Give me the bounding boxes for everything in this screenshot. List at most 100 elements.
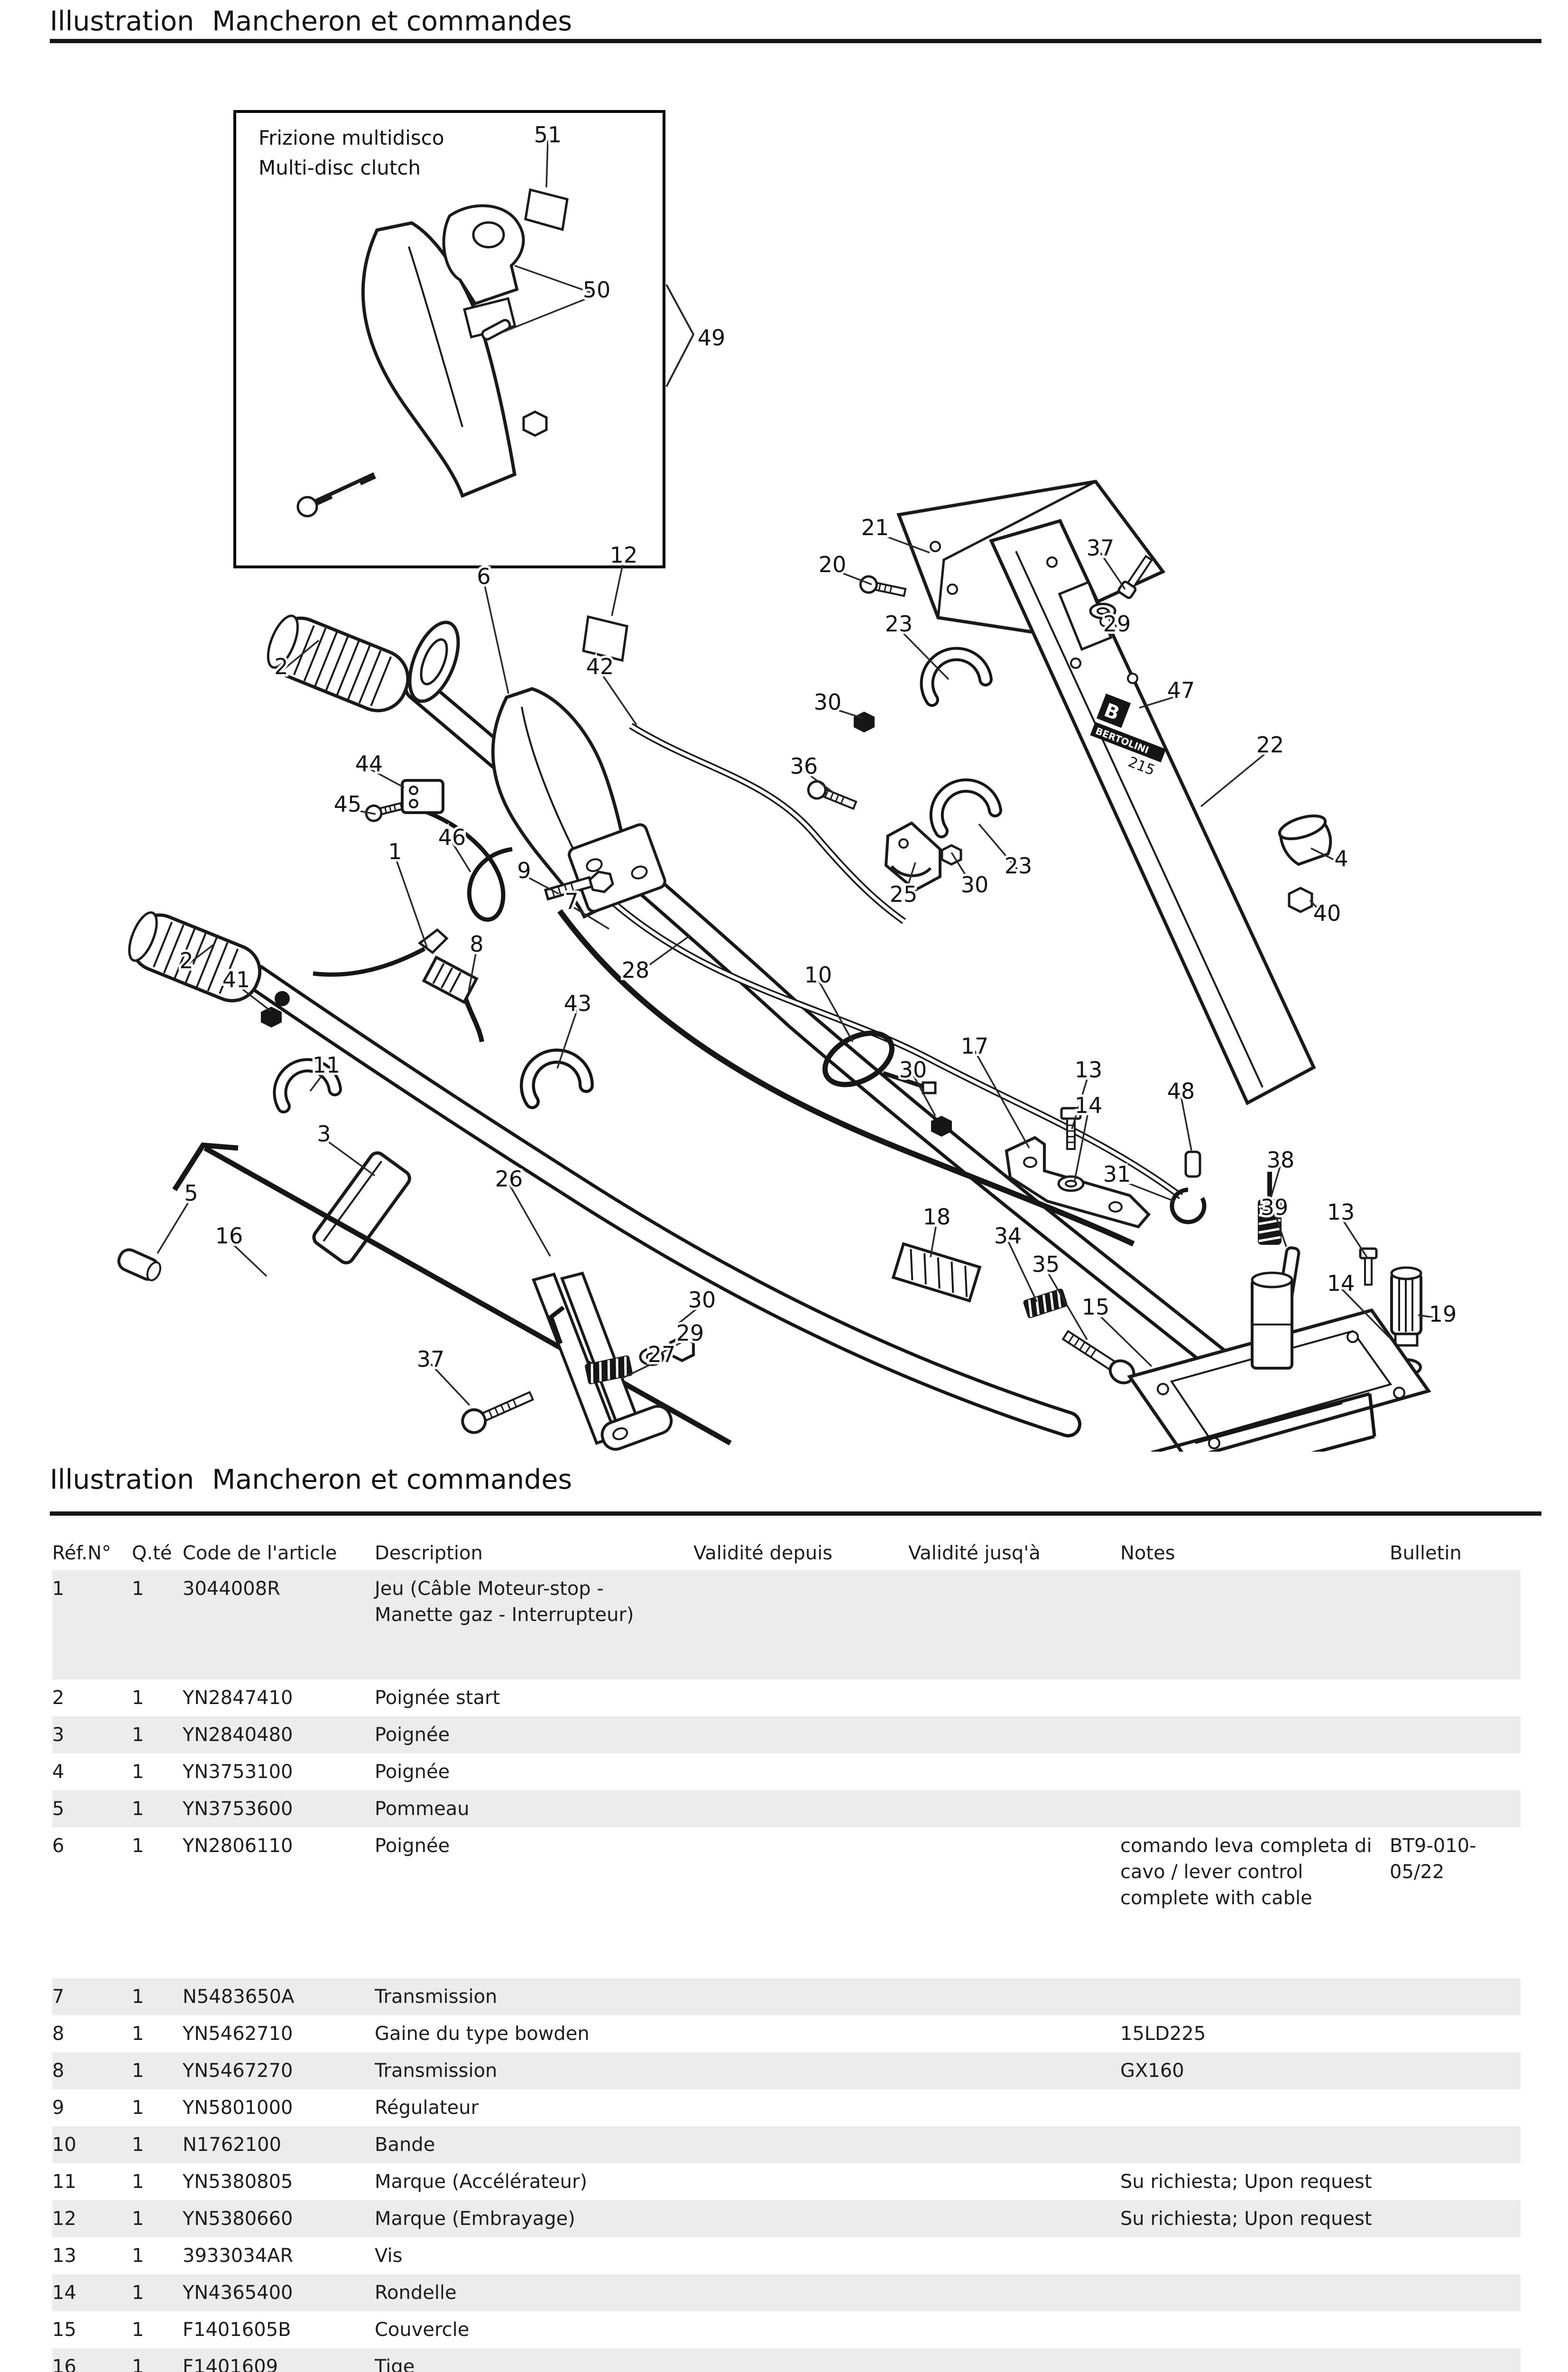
leader-line-2 bbox=[280, 639, 320, 672]
leader-line-14 bbox=[1340, 1287, 1390, 1338]
callout-30: 30 bbox=[688, 1287, 716, 1313]
leader-line-30 bbox=[677, 1304, 703, 1325]
cell-qty: 1 bbox=[132, 1761, 144, 1783]
callout-51: 51 bbox=[534, 122, 562, 148]
cell-bulletin: BT9-010-05/22 bbox=[1390, 1835, 1476, 1883]
cell-description: Bande bbox=[375, 2134, 435, 2156]
callout-15: 15 bbox=[1082, 1294, 1110, 1320]
part-grip-upper-flange bbox=[408, 621, 460, 703]
callout-8: 8 bbox=[470, 931, 483, 957]
callout-43: 43 bbox=[564, 991, 592, 1016]
part-clamp-23b bbox=[929, 778, 1002, 838]
cell-code: YN3753600 bbox=[183, 1798, 293, 1820]
callout-4: 4 bbox=[1334, 846, 1348, 871]
callout-45: 45 bbox=[334, 791, 362, 817]
part-clutch-screw bbox=[296, 472, 376, 518]
cell-notes: GX160 bbox=[1120, 2060, 1184, 2082]
cell-qty: 1 bbox=[132, 2097, 144, 2119]
leader-line-14 bbox=[1074, 1110, 1089, 1181]
callout-30: 30 bbox=[899, 1057, 927, 1083]
callout-41: 41 bbox=[222, 967, 250, 992]
part-rod-16 bbox=[172, 1142, 732, 1445]
callout-35: 35 bbox=[1032, 1251, 1060, 1277]
cell-qty: 1 bbox=[132, 1687, 144, 1709]
callout-11: 11 bbox=[313, 1052, 341, 1078]
leader-line-50 bbox=[514, 265, 597, 296]
part-grip-lower-flange bbox=[275, 991, 290, 1006]
callout-14: 14 bbox=[1327, 1270, 1355, 1296]
cell-notes: Su richiesta; Upon request bbox=[1120, 2208, 1372, 2230]
cell-code: YN5380805 bbox=[183, 2171, 293, 2193]
leader-line-48 bbox=[1180, 1095, 1192, 1151]
leader-line-47 bbox=[1139, 694, 1181, 709]
leader-line-30 bbox=[912, 1074, 936, 1116]
callout-50: 50 bbox=[583, 277, 611, 303]
callout-16: 16 bbox=[215, 1223, 243, 1249]
callout-23: 23 bbox=[1005, 853, 1033, 879]
leader-line-41 bbox=[235, 983, 272, 1012]
leader-line-3 bbox=[323, 1138, 376, 1177]
part-sticker-12 bbox=[582, 615, 628, 662]
leader-line-11 bbox=[309, 1069, 327, 1092]
page-title-subject: Mancheron et commandes bbox=[212, 6, 572, 37]
cell-code: YN5801000 bbox=[183, 2097, 293, 2119]
leader-line-15 bbox=[1095, 1311, 1153, 1367]
cell-description: Couvercle bbox=[375, 2319, 470, 2341]
leader-line-45 bbox=[347, 808, 376, 815]
cell-qty: 1 bbox=[132, 2319, 144, 2341]
part-spring-38 bbox=[1258, 1172, 1282, 1245]
leader-line-8 bbox=[468, 948, 478, 992]
leader-line-35 bbox=[1045, 1269, 1088, 1340]
column-header-ref: Réf.N° bbox=[52, 1542, 111, 1564]
part-clamp-23a bbox=[920, 647, 993, 707]
callout-27: 27 bbox=[648, 1342, 676, 1367]
callout-39: 39 bbox=[1261, 1195, 1289, 1220]
leader-line-10 bbox=[817, 979, 854, 1042]
column-header-desc: Description bbox=[375, 1542, 483, 1564]
leader-line-29 bbox=[1107, 609, 1118, 629]
callout-28: 28 bbox=[622, 957, 650, 983]
callout-18: 18 bbox=[923, 1204, 951, 1230]
cell-ref: 13 bbox=[52, 2245, 76, 2267]
part-bolt-35 bbox=[1061, 1330, 1135, 1384]
part-bolt-13b bbox=[1359, 1247, 1378, 1286]
callout-29: 29 bbox=[676, 1320, 704, 1346]
cell-description: Marque (Accélérateur) bbox=[375, 2171, 588, 2193]
leader-line-34 bbox=[1007, 1240, 1038, 1302]
inset-caption-it: Frizione multidisco bbox=[258, 126, 444, 149]
leader-line-38 bbox=[1269, 1164, 1282, 1201]
callout-20: 20 bbox=[819, 552, 847, 577]
callout-30: 30 bbox=[814, 689, 842, 715]
part-clamp-43 bbox=[520, 1048, 594, 1109]
callout-37: 37 bbox=[1087, 535, 1115, 561]
section-rule-1 bbox=[50, 1511, 1541, 1516]
callout-7: 7 bbox=[564, 889, 578, 914]
part-sleeve-3 bbox=[312, 1151, 411, 1265]
cell-description: Gaine du type bowden bbox=[375, 2023, 590, 2045]
cell-ref: 12 bbox=[52, 2208, 76, 2230]
cell-qty: 1 bbox=[132, 2356, 144, 2372]
leader-line-30 bbox=[950, 852, 976, 890]
leader-line-44 bbox=[369, 768, 405, 788]
leader-line-42 bbox=[599, 671, 637, 725]
part-ring-31 bbox=[1170, 1187, 1207, 1224]
part-label-plate-18 bbox=[891, 1242, 982, 1303]
cell-code: YN5380660 bbox=[183, 2208, 293, 2230]
leader-line-29 bbox=[661, 1337, 691, 1354]
cell-code: N1762100 bbox=[183, 2134, 282, 2156]
callout-37: 37 bbox=[417, 1346, 445, 1372]
callout-2: 2 bbox=[179, 948, 193, 973]
cell-code: 3044008R bbox=[183, 1578, 280, 1600]
page-title-label: Illustration bbox=[50, 6, 194, 37]
callout-38: 38 bbox=[1267, 1147, 1295, 1173]
part-nut-30a bbox=[854, 712, 875, 732]
cell-description: Poignée bbox=[375, 1724, 450, 1746]
cell-ref: 8 bbox=[52, 2023, 65, 2045]
part-pin-5 bbox=[117, 1248, 161, 1281]
